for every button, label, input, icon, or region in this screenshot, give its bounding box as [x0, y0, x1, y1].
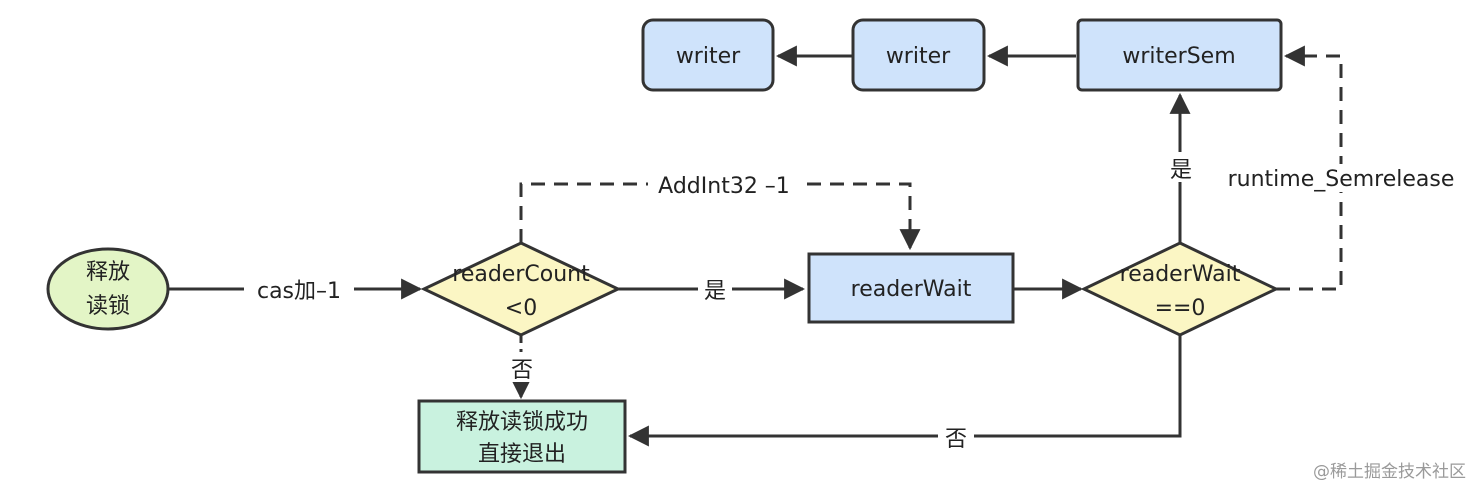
- node-release-read-lock: 释放 读锁: [46, 247, 170, 331]
- svg-text:释放: 释放: [86, 260, 130, 285]
- node-reader-wait: readerWait: [807, 252, 1015, 324]
- edge-label-no-to-success: 否: [511, 358, 533, 383]
- svg-text:writerSem: writerSem: [1122, 44, 1235, 69]
- svg-text:writer: writer: [676, 44, 741, 69]
- edge-label-runtime-semrelease: runtime_Semrelease: [1228, 167, 1455, 192]
- node-reader-count-check: readerCount <0: [420, 241, 622, 337]
- svg-text:writer: writer: [886, 44, 951, 69]
- edge-label-cas-decrement: cas加–1: [257, 279, 341, 304]
- svg-text:readerCount: readerCount: [452, 262, 590, 287]
- svg-text:==0: ==0: [1155, 296, 1206, 321]
- svg-text:<0: <0: [505, 296, 537, 321]
- node-writer-1: writer: [641, 18, 775, 92]
- node-writer-sem: writerSem: [1076, 18, 1283, 92]
- svg-text:读锁: 读锁: [86, 294, 130, 319]
- svg-text:直接退出: 直接退出: [478, 442, 566, 467]
- watermark: @稀土掘金技术社区: [1313, 462, 1466, 482]
- node-writer-2: writer: [851, 18, 986, 92]
- node-release-success: 释放读锁成功 直接退出: [417, 399, 627, 474]
- edge-label-add-int32: AddInt32 –1: [658, 174, 790, 199]
- svg-text:释放读锁成功: 释放读锁成功: [456, 410, 588, 435]
- edge-runtime-semrelease: [1276, 45, 1343, 291]
- node-reader-wait-check: readerWait ==0: [1080, 241, 1280, 337]
- edge-no-from-wait-check: [627, 335, 1182, 447]
- edge-label-no-from-wait-check: 否: [945, 427, 967, 452]
- svg-text:readerWait: readerWait: [851, 277, 972, 302]
- svg-text:readerWait: readerWait: [1120, 262, 1241, 287]
- edge-label-yes-reader-wait: 是: [704, 279, 726, 304]
- edge-label-yes-writer-sem: 是: [1170, 158, 1192, 183]
